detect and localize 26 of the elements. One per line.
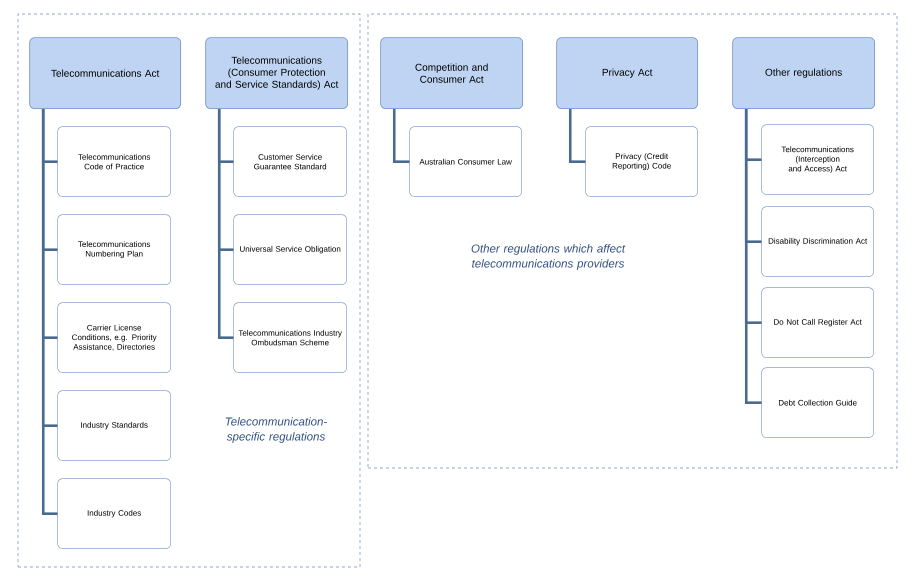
regulation-box: Disability Discrimination Act <box>761 206 874 277</box>
regulation-box: Telecommunications Numbering Plan <box>57 214 171 285</box>
group-caption: Telecommunication-specific regulations <box>226 417 327 443</box>
regulation-box: Telecommunications Industry Ombudsman Scheme <box>233 302 347 373</box>
connector <box>42 109 58 515</box>
regulation-box: Privacy (Credit Reporting) Code <box>585 126 698 197</box>
regulation-box: Customer Service Guarantee Standard <box>233 126 347 197</box>
act-box: Privacy Act <box>556 37 698 110</box>
regulation-box: Carrier License Conditions, e.g. Priority Assistance, Directories <box>57 302 171 373</box>
connector <box>568 109 586 163</box>
regulation-box: Universal Service Obligation <box>233 214 347 285</box>
act-box: Other regulations <box>732 37 876 110</box>
regulation-box: Do Not Call Register Act <box>761 287 874 358</box>
group-caption: Other regulations which affect telecommunications providers <box>472 244 626 270</box>
regulation-box: Industry Standards <box>57 390 171 461</box>
connector <box>392 109 410 163</box>
act-box: Telecommunications (Consumer Protection and Service Standards) Act <box>205 37 348 110</box>
act-box: Competition and Consumer Act <box>380 37 524 110</box>
regulation-box: Debt Collection Guide <box>761 367 874 438</box>
act-box: Telecommunications Act <box>29 37 182 110</box>
regulation-box: Australian Consumer Law <box>409 126 522 197</box>
regulation-box: Industry Codes <box>57 478 171 549</box>
regulation-box: Telecommunications (Interception and Access) Act <box>761 124 874 195</box>
connector <box>218 109 234 339</box>
connector <box>744 109 762 404</box>
regulation-box: Telecommunications Code of Practice <box>57 126 171 197</box>
